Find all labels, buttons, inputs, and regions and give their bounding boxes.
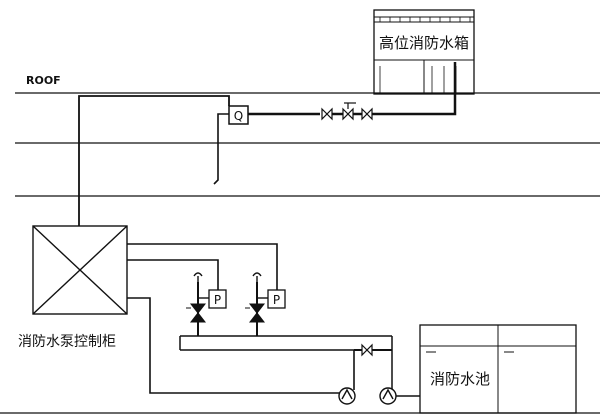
tank-outlet-pipe (376, 62, 457, 116)
flow-switch-label: Q (234, 109, 243, 123)
fire-water-pool (419, 324, 577, 414)
fire-water-pool-label: 消防水池 (430, 370, 490, 388)
wire-to-pressure-switch-2 (127, 243, 278, 298)
q-drop-pipe (213, 113, 229, 185)
main-manifold-pipe (179, 335, 393, 393)
cabinet-signal-wire-roof (78, 95, 230, 226)
pressure-switch-1-box (208, 289, 227, 309)
pressure-switch-assembly-2 (245, 272, 268, 336)
roof-valve-group (321, 102, 376, 121)
pump-control-cabinet (32, 225, 128, 315)
fire-pump-1 (338, 387, 356, 405)
wire-to-pressure-switch-1 (127, 259, 219, 298)
pool-branch-valve (354, 343, 392, 357)
pressure-switch-2-box (267, 289, 286, 309)
fire-pump-2 (379, 387, 397, 405)
high-level-tank (373, 9, 475, 95)
wire-to-pumps (127, 297, 340, 394)
roof-label: ROOF (26, 74, 61, 87)
pressure-switch-2-label: P (273, 293, 280, 307)
pressure-switch-assembly-1 (186, 272, 209, 336)
pump-control-cabinet-label: 消防水泵控制柜 (18, 334, 116, 350)
high-level-tank-label: 高位消防水箱 (379, 34, 469, 52)
flow-switch-box (228, 105, 249, 125)
pressure-switch-1-label: P (214, 293, 221, 307)
